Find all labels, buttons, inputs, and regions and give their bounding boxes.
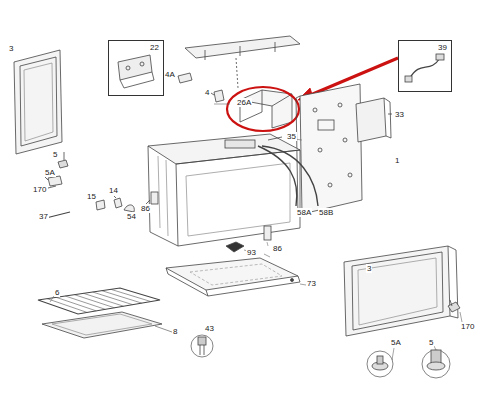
callout-number: 5 xyxy=(428,338,434,347)
callout-box: 39 xyxy=(398,40,452,92)
callout-number: 170 xyxy=(460,322,475,331)
bracket-part xyxy=(118,55,154,88)
callout-number: 22 xyxy=(149,43,160,52)
leveling-leg xyxy=(191,335,213,357)
callout-number: 86 xyxy=(140,204,151,213)
callout-number: 15 xyxy=(86,192,97,201)
callout-number: 4 xyxy=(204,88,210,97)
callout-number: 1 xyxy=(394,156,400,165)
clip-part xyxy=(214,90,224,102)
callout-number: 6 xyxy=(54,288,60,297)
bottom-panel xyxy=(166,258,300,296)
callout-number: 3 xyxy=(366,264,372,273)
callout-number: 58B xyxy=(318,208,334,217)
callout-box: 22 xyxy=(108,40,164,96)
callout-number: 4A xyxy=(164,70,176,79)
callout-number: 5A xyxy=(44,168,56,177)
door-right xyxy=(344,246,458,336)
oven-rack xyxy=(38,288,160,314)
wire-harness xyxy=(262,146,318,206)
oven-cavity xyxy=(148,134,300,246)
block-part xyxy=(226,242,244,252)
highlight-circle xyxy=(227,87,299,131)
callout-number: 5A xyxy=(390,338,402,347)
callout-number: 8 xyxy=(172,327,178,336)
callout-number: 14 xyxy=(108,186,119,195)
broil-pan xyxy=(42,312,172,338)
callout-number: 3 xyxy=(8,44,14,53)
callout-number: 43 xyxy=(204,324,215,333)
back-panel xyxy=(296,84,362,216)
callout-number: 5 xyxy=(52,150,58,159)
leveling-parts xyxy=(367,300,460,378)
wire-harness xyxy=(258,146,297,206)
leader-lines xyxy=(50,104,462,360)
callout-number: 26A xyxy=(236,98,252,107)
callout-number: 54 xyxy=(126,212,137,221)
cover-part xyxy=(356,98,392,142)
clip-part xyxy=(178,73,192,83)
callout-number: 37 xyxy=(38,212,49,221)
callout-number: 170 xyxy=(32,185,47,194)
callout-number: 33 xyxy=(394,110,405,119)
hinge-parts xyxy=(44,152,271,246)
top-brace xyxy=(185,36,300,88)
callout-number: 39 xyxy=(437,43,448,52)
callout-number: 86 xyxy=(272,244,283,253)
callout-number: 58A xyxy=(296,208,312,217)
vent-duct xyxy=(240,90,292,128)
wire-part xyxy=(405,54,444,82)
door-left xyxy=(14,50,62,154)
callout-number: 73 xyxy=(306,279,317,288)
callout-number: 93 xyxy=(246,248,257,257)
callout-number: 35 xyxy=(286,132,297,141)
